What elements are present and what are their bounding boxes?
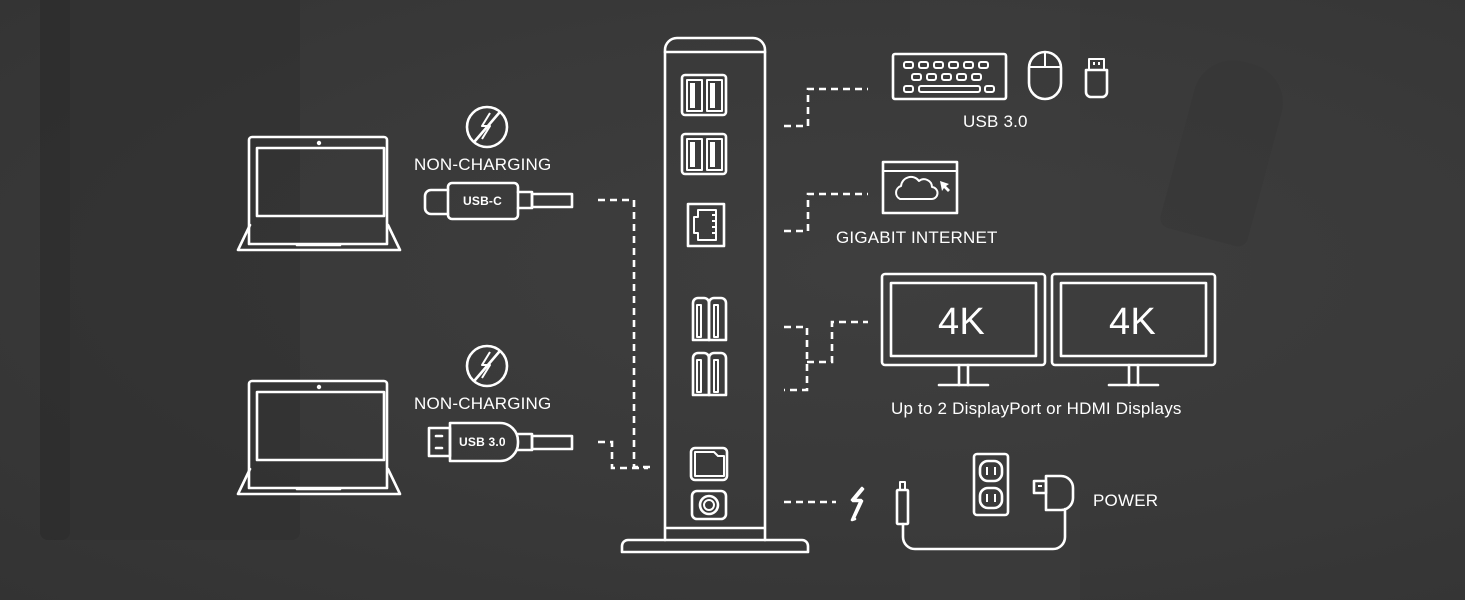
wall-outlet-icon: [972, 452, 1010, 517]
keyboard-icon: [891, 52, 1008, 101]
power-adapter-icon: [1032, 474, 1075, 512]
monitor-icon: [1050, 272, 1217, 387]
background-dock-photo: [50, 0, 300, 540]
usb-flash-drive-icon: [1084, 58, 1109, 99]
host-2-charging-label: NON-CHARGING: [414, 394, 552, 413]
usb-port-pair-icon: [680, 132, 728, 176]
host-2-connector-label: USB 3.0: [459, 435, 506, 449]
browser-cloud-icon: [881, 160, 959, 215]
usb-output-label: USB 3.0: [963, 112, 1028, 131]
laptop-icon: [236, 135, 402, 252]
connector-line: [598, 440, 648, 470]
network-output-label: GIGABIT INTERNET: [836, 228, 998, 247]
display-port-pair-icon: [691, 351, 728, 397]
connector-line: [784, 192, 868, 233]
monitor-icon: [880, 272, 1047, 387]
displays-caption: Up to 2 DisplayPort or HDMI Displays: [891, 399, 1182, 418]
usb-a-plug-icon: [427, 421, 574, 463]
host-1-charging-label: NON-CHARGING: [414, 155, 552, 174]
dock-station-icon: [620, 36, 810, 554]
connector-line: [598, 198, 650, 469]
connector-line: [784, 325, 809, 392]
monitor-1-label: 4K: [938, 301, 985, 343]
mouse-icon: [1027, 50, 1063, 101]
dc-plug-icon: [895, 481, 1067, 551]
laptop-icon: [236, 379, 402, 496]
usb-upstream-port-icon: [689, 446, 729, 482]
connector-line: [784, 87, 868, 128]
no-charging-icon: [465, 344, 509, 388]
monitor-2-label: 4K: [1109, 301, 1156, 343]
no-charging-icon: [465, 105, 509, 149]
dc-power-jack-icon: [690, 489, 728, 521]
usb-c-plug-icon: [423, 181, 574, 221]
usb-port-pair-icon: [680, 73, 728, 117]
host-1-connector-label: USB-C: [463, 194, 502, 208]
ethernet-port-icon: [686, 202, 726, 248]
power-label: POWER: [1093, 491, 1159, 510]
lightning-icon: [850, 486, 865, 522]
connector-line: [807, 320, 868, 364]
display-port-pair-icon: [691, 296, 728, 342]
